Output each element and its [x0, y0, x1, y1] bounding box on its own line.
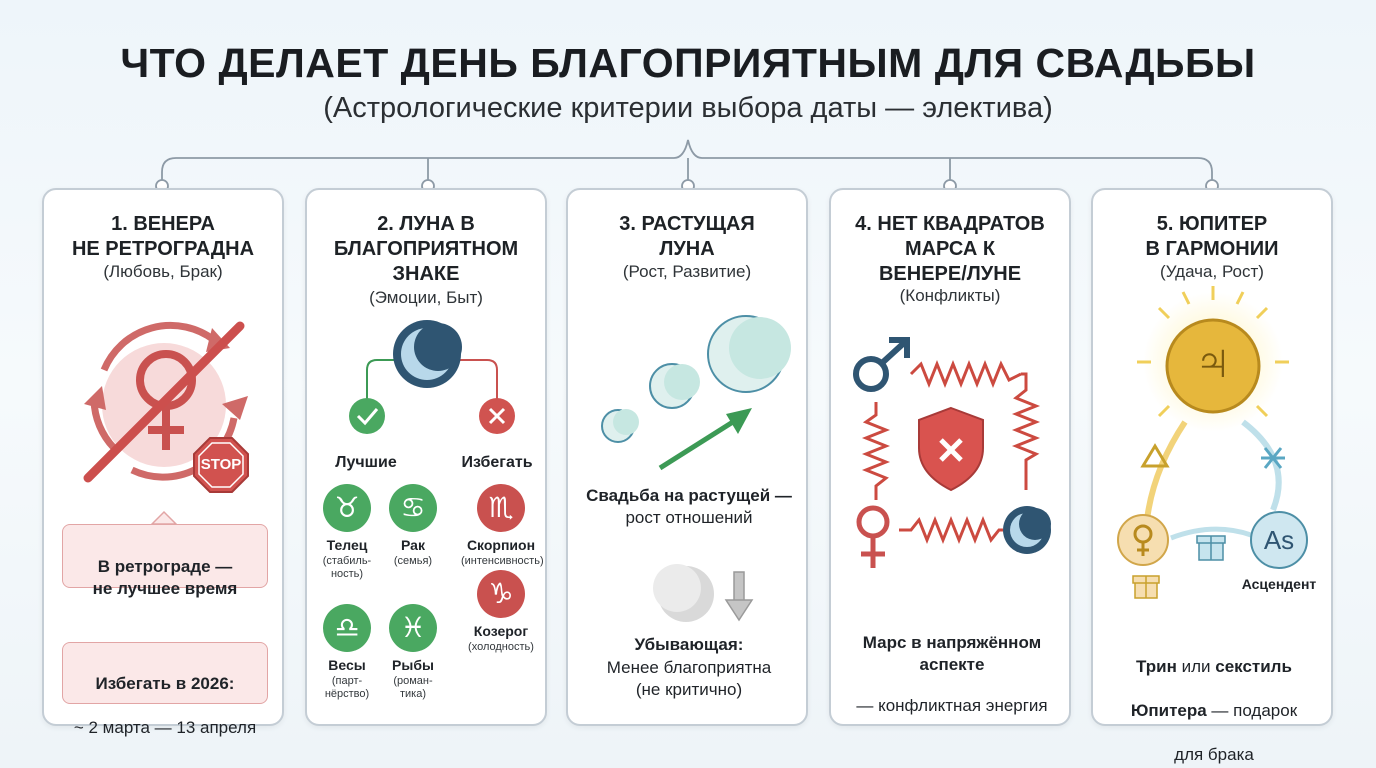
- mars-icon: [853, 337, 910, 392]
- strike-line: [83, 321, 245, 483]
- jupiter-planet-icon: [1165, 318, 1261, 414]
- zodiac-sign-desc: (роман- тика): [393, 675, 433, 700]
- card-moon-in-sign: 2. ЛУНА В БЛАГОПРИЯТНОМ ЗНАКЕ (Эмоции, Б…: [305, 188, 547, 726]
- card-venus-not-retrograde: 1. ВЕНЕРА НЕ РЕТРОГРАДНА (Любовь, Брак) …: [42, 188, 284, 737]
- stop-sign-icon: [193, 437, 249, 493]
- zodiac-sign-name: Козерог: [473, 623, 529, 639]
- zodiac-sign-name: Рыбы: [392, 657, 434, 673]
- card-subtitle: (Эмоции, Быт): [369, 288, 483, 307]
- or-word: или: [1176, 657, 1216, 676]
- best-label: Лучшие: [335, 454, 397, 471]
- avoid-2026-note: Избегать в 2026: ~ 2 марта — 13 апреля: [62, 642, 268, 737]
- zodiac-sign-icon: ♏: [477, 484, 525, 532]
- jupiter-text: Трин или секстиль Юпитера — подарок для …: [1099, 634, 1329, 766]
- waxing-moon-small-icon: [601, 409, 639, 443]
- zodiac-sign-icon: ♓: [389, 604, 437, 652]
- moon-icon: [1003, 506, 1051, 554]
- for-marriage-phrase: для брака: [1174, 745, 1254, 764]
- ascendant-icon: [1250, 511, 1308, 569]
- mars-text: — конфликтная энергия: [856, 696, 1048, 715]
- waning-label: Убывающая:: [634, 635, 744, 654]
- zodiac-sign-desc: (стабиль- ность): [322, 555, 372, 580]
- mars-square-illustration: [853, 337, 1051, 568]
- avoid-label: Избегать: [461, 454, 533, 471]
- growth-arrow-icon: [658, 408, 752, 471]
- zodiac-sign-name: Весы: [328, 657, 366, 673]
- stop-sign-text: STOP: [200, 456, 242, 473]
- card-title: 4. НЕТ КВАДРАТОВ МАРСА К ВЕНЕРЕ/ЛУНЕ: [855, 213, 1045, 285]
- jupiter-harmony-illustration: [1117, 286, 1308, 599]
- card-no-mars-squares: 4. НЕТ КВАДРАТОВ МАРСА К ВЕНЕРЕ/ЛУНЕ (Ко…: [829, 188, 1071, 726]
- zodiac-sign-desc: (парт- нёрство): [324, 675, 370, 700]
- sextile-icon: [1261, 447, 1285, 469]
- card-subtitle: (Конфликты): [899, 286, 1001, 305]
- zigzag-lines: [861, 359, 1041, 545]
- jupiter-word: Юпитера: [1130, 701, 1207, 720]
- zodiac-sign-name: Скорпион: [466, 537, 536, 553]
- waxing-moon-large-icon: [707, 315, 791, 393]
- zodiac-sign-desc: (холодность): [468, 641, 534, 653]
- page-subtitle: (Астрологические критерии выбора даты — …: [323, 92, 1053, 124]
- retrograde-note-text: В ретрограде — не лучшее время: [92, 557, 238, 598]
- card-title: 2. ЛУНА В БЛАГОПРИЯТНОМ ЗНАКЕ: [333, 213, 519, 285]
- trine-word: Трин: [1136, 657, 1177, 676]
- avoid-2026-label: Избегать в 2026:: [95, 674, 235, 693]
- gift-icon: [1196, 535, 1226, 561]
- zodiac-sign-icon: ♋: [389, 484, 437, 532]
- card-subtitle: (Любовь, Брак): [103, 262, 223, 281]
- waning-text: Менее благоприятна (не критично): [606, 658, 772, 699]
- card-title: 5. ЮПИТЕР В ГАРМОНИИ: [1145, 213, 1279, 260]
- zodiac-sign-name: Рак: [401, 537, 425, 553]
- card-title: 1. ВЕНЕРА НЕ РЕТРОГРАДНА: [71, 213, 255, 260]
- venus-retrograde-illustration: [83, 321, 249, 493]
- sextile-word: секстиль: [1215, 657, 1292, 676]
- waxing-moon-medium-icon: [649, 363, 700, 409]
- gift-icon-small: [1132, 575, 1160, 599]
- zodiac-sign-icon: ♉: [323, 484, 371, 532]
- retrograde-note: В ретрограде — не лучшее время: [62, 524, 268, 598]
- zodiac-sign-desc: (интенсивность): [461, 555, 544, 567]
- gift-phrase: — подарок: [1206, 701, 1298, 720]
- moon-icon: [393, 320, 462, 388]
- trine-icon: [1140, 443, 1170, 468]
- zodiac-sign-desc: (семья): [393, 555, 433, 567]
- page-title: ЧТО ДЕЛАЕТ ДЕНЬ БЛАГОПРИЯТНЫМ ДЛЯ СВАДЬБ…: [120, 40, 1256, 86]
- zodiac-sign-icon: ♑: [477, 570, 525, 618]
- avoid-2026-dates: ~ 2 марта — 13 апреля: [73, 718, 257, 737]
- card-waxing-moon: 3. РАСТУЩАЯ ЛУНА (Рост, Развитие) Свадьб…: [566, 188, 808, 726]
- card-subtitle: (Рост, Развитие): [622, 262, 752, 281]
- mars-text-rest: конфликтная энергия: [878, 696, 1048, 715]
- venus-icon: [1117, 514, 1169, 566]
- card-subtitle: (Удача, Рост): [1160, 262, 1264, 281]
- shield-cross-icon: [918, 406, 984, 492]
- waxing-text-bold: Свадьба на растущей —: [586, 486, 792, 505]
- zodiac-sign-name: Телец: [326, 537, 368, 553]
- retrograde-arrows-icon: [84, 321, 248, 481]
- check-icon: [349, 398, 385, 434]
- card-jupiter-harmony: 5. ЮПИТЕР В ГАРМОНИИ (Удача, Рост): [1091, 188, 1333, 764]
- zodiac-sign-icon: ♎: [323, 604, 371, 652]
- waning-moon-icon: [653, 564, 714, 622]
- down-arrow-icon: [724, 571, 754, 622]
- sun-rays: [1137, 286, 1289, 418]
- mars-text-bold: Марс в напряжённом аспекте: [862, 633, 1042, 674]
- jupiter-glyph: ♃: [1193, 333, 1233, 391]
- venus-icon: [856, 505, 890, 568]
- ascendant-glyph: As: [1263, 525, 1295, 555]
- cross-icon: [479, 398, 515, 434]
- moon-sign-illustration: [349, 320, 515, 434]
- waxing-text: рост отношений: [625, 508, 753, 527]
- ascendant-caption: Асцендент: [1241, 576, 1317, 592]
- waxing-moon-illustration: [601, 315, 791, 622]
- card-title: 3. РАСТУЩАЯ ЛУНА: [619, 213, 755, 260]
